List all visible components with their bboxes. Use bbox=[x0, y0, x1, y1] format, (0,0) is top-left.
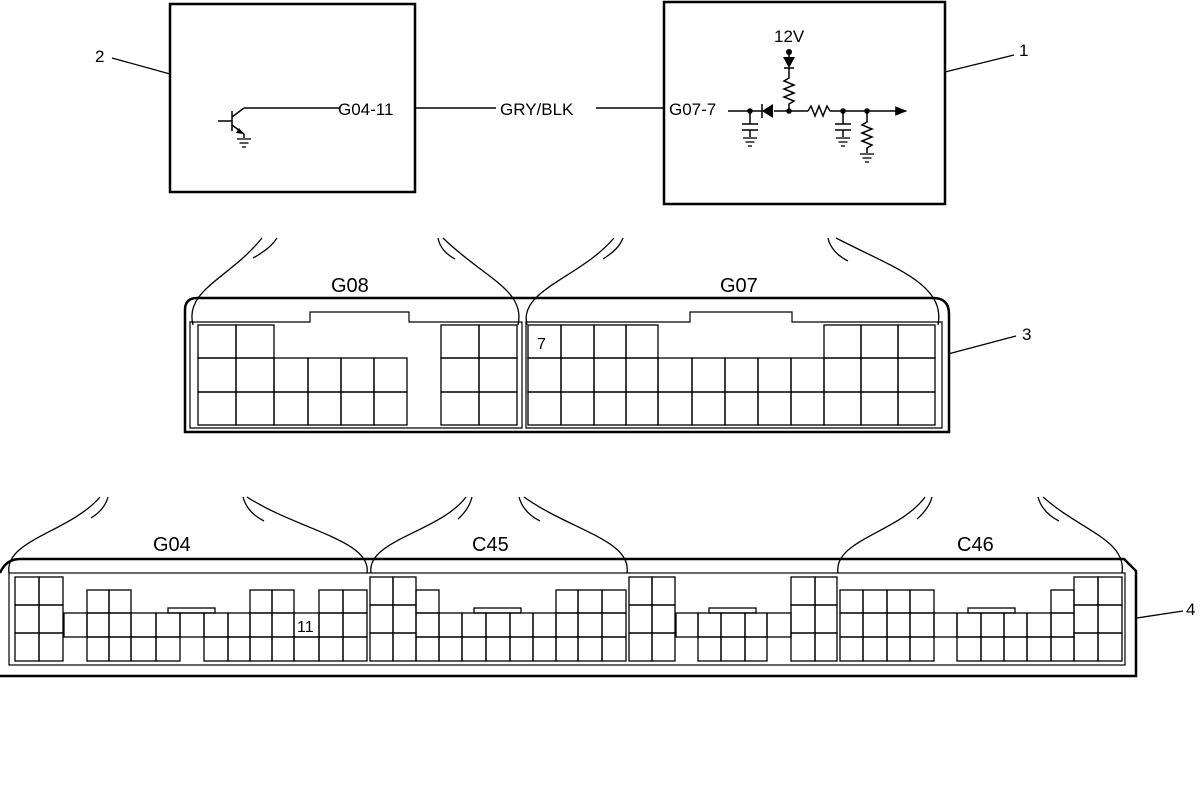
left-module-box bbox=[168, 2, 417, 194]
pin-11-marker: 11 bbox=[297, 619, 314, 636]
supply-voltage-label: 12V bbox=[774, 27, 805, 46]
leader-line-2 bbox=[111, 57, 171, 75]
g04-connector-label: G04 bbox=[153, 534, 191, 556]
leader-line-3 bbox=[947, 335, 1017, 355]
right-module-box bbox=[662, 0, 947, 206]
leader-line-1 bbox=[944, 54, 1015, 73]
ground-icon bbox=[237, 138, 251, 148]
wire-color-label: GRY/BLK bbox=[500, 100, 574, 119]
upper-connector-brackets bbox=[191, 237, 940, 326]
g08-connector-label: G08 bbox=[331, 275, 369, 297]
ground-icon bbox=[743, 137, 757, 147]
callout-4: 4 bbox=[1186, 600, 1195, 619]
lower-pin-grid bbox=[14, 576, 1123, 662]
upper-connector: G08 G07 7 bbox=[183, 237, 951, 434]
input-circuit bbox=[728, 50, 908, 153]
transistor-symbol bbox=[218, 107, 340, 138]
callout-3: 3 bbox=[1022, 325, 1031, 344]
upper-pin-grid bbox=[197, 324, 936, 426]
input-diode-icon bbox=[762, 104, 773, 118]
lower-connector: G04 C45 C46 11 bbox=[0, 496, 1138, 678]
right-pin-label: G07-7 bbox=[669, 100, 716, 119]
g07-connector-label: G07 bbox=[720, 275, 758, 297]
ground-icon bbox=[836, 137, 850, 147]
pin-7-marker: 7 bbox=[537, 336, 546, 353]
lower-connector-housing bbox=[0, 557, 1138, 678]
left-pin-label: G04-11 bbox=[338, 100, 393, 119]
c46-connector-label: C46 bbox=[957, 534, 994, 556]
c45-connector-label: C45 bbox=[472, 534, 509, 556]
junction-dots bbox=[747, 49, 870, 114]
lower-connector-brackets bbox=[8, 496, 1123, 574]
leader-line-4 bbox=[1136, 610, 1184, 619]
ground-icon bbox=[860, 153, 874, 163]
supply-diode-icon bbox=[783, 57, 795, 68]
callout-2: 2 bbox=[95, 47, 104, 66]
callout-1: 1 bbox=[1019, 41, 1028, 60]
upper-connector-housing bbox=[183, 296, 951, 434]
